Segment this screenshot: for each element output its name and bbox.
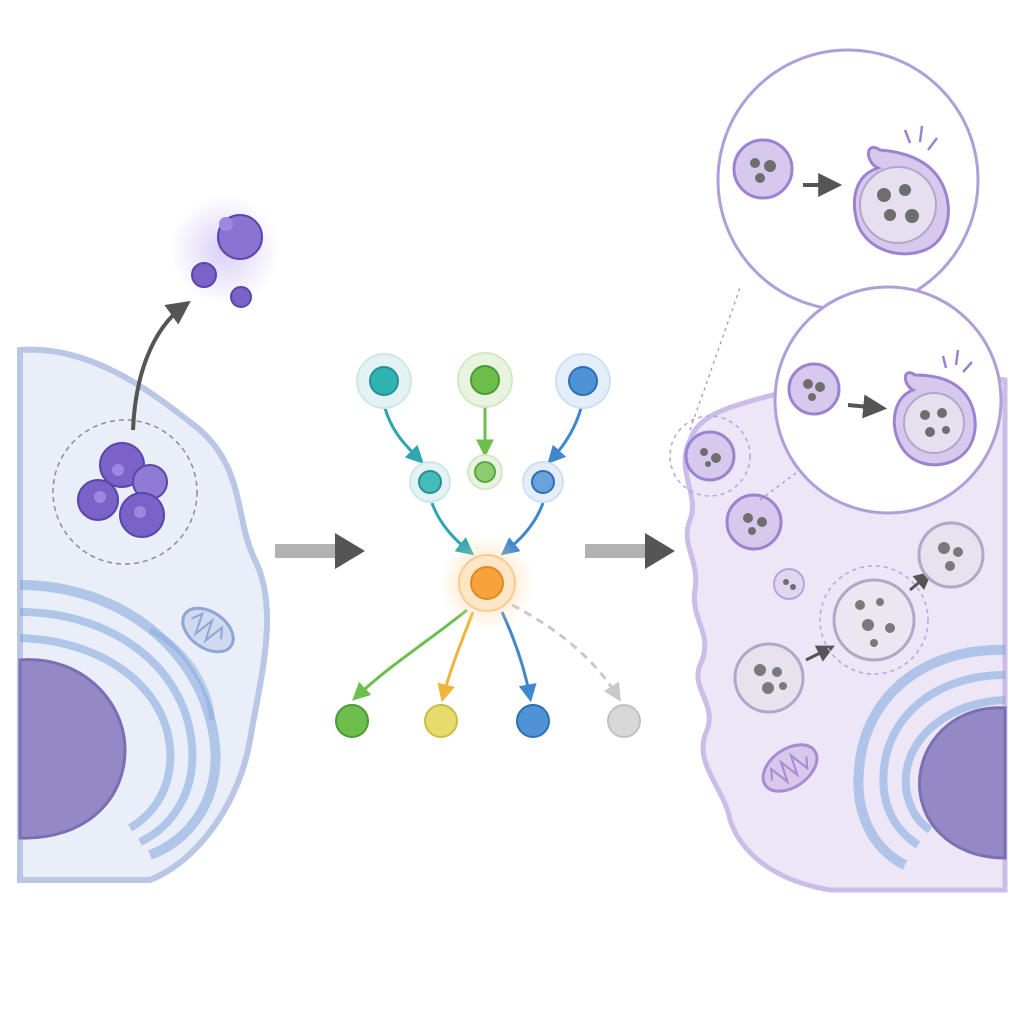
- node-hub-orange: [439, 535, 535, 631]
- edge-top-teal: [382, 403, 424, 464]
- edge-top-blue: [547, 407, 583, 464]
- node-out-green: [335, 704, 369, 738]
- endoplasmic-reticulum-right: [853, 644, 1006, 870]
- node-top-green: [457, 352, 513, 408]
- node-mid-teal: [409, 461, 451, 503]
- protein-aggregate-cluster: [77, 442, 168, 538]
- edge-out-green: [352, 608, 468, 701]
- node-top-blue: [555, 353, 611, 409]
- node-out-gray: [607, 704, 641, 738]
- nucleus-left: [18, 658, 127, 840]
- node-out-blue: [516, 704, 550, 738]
- mitochondrion-left: [181, 606, 235, 654]
- inset-lysosome-fusion-2: [773, 285, 1003, 515]
- mitochondrion-right: [761, 743, 819, 793]
- fusion-arrow: [805, 645, 835, 662]
- vesicle-degrading-2: [819, 565, 929, 675]
- vesicle-small-3: [773, 568, 805, 600]
- left-cell: [17, 300, 271, 883]
- vesicle-degrading-1: [733, 642, 805, 714]
- node-top-teal: [356, 353, 412, 409]
- vesicle-small-1: [669, 415, 751, 497]
- edge-out-gray: [511, 603, 621, 702]
- aggregate-region-left: [52, 419, 198, 565]
- released-aggregates: [170, 195, 280, 308]
- node-mid-blue: [522, 461, 564, 503]
- node-mid-green: [467, 454, 503, 490]
- inset-leader-2: [759, 469, 801, 501]
- transition-arrow-2-head: [645, 533, 675, 569]
- nucleus-right: [918, 706, 1007, 860]
- export-arrow: [131, 300, 191, 431]
- transition-arrow-1-head: [335, 533, 365, 569]
- node-out-yellow: [424, 704, 458, 738]
- fusion-arrow-2: [909, 571, 933, 592]
- vesicle-small-2: [725, 493, 783, 551]
- endoplasmic-reticulum: [19, 580, 221, 860]
- vesicle-degrading-3: [917, 521, 985, 589]
- signaling-network: [335, 352, 641, 738]
- inset-lysosome-fusion-1: [716, 48, 980, 312]
